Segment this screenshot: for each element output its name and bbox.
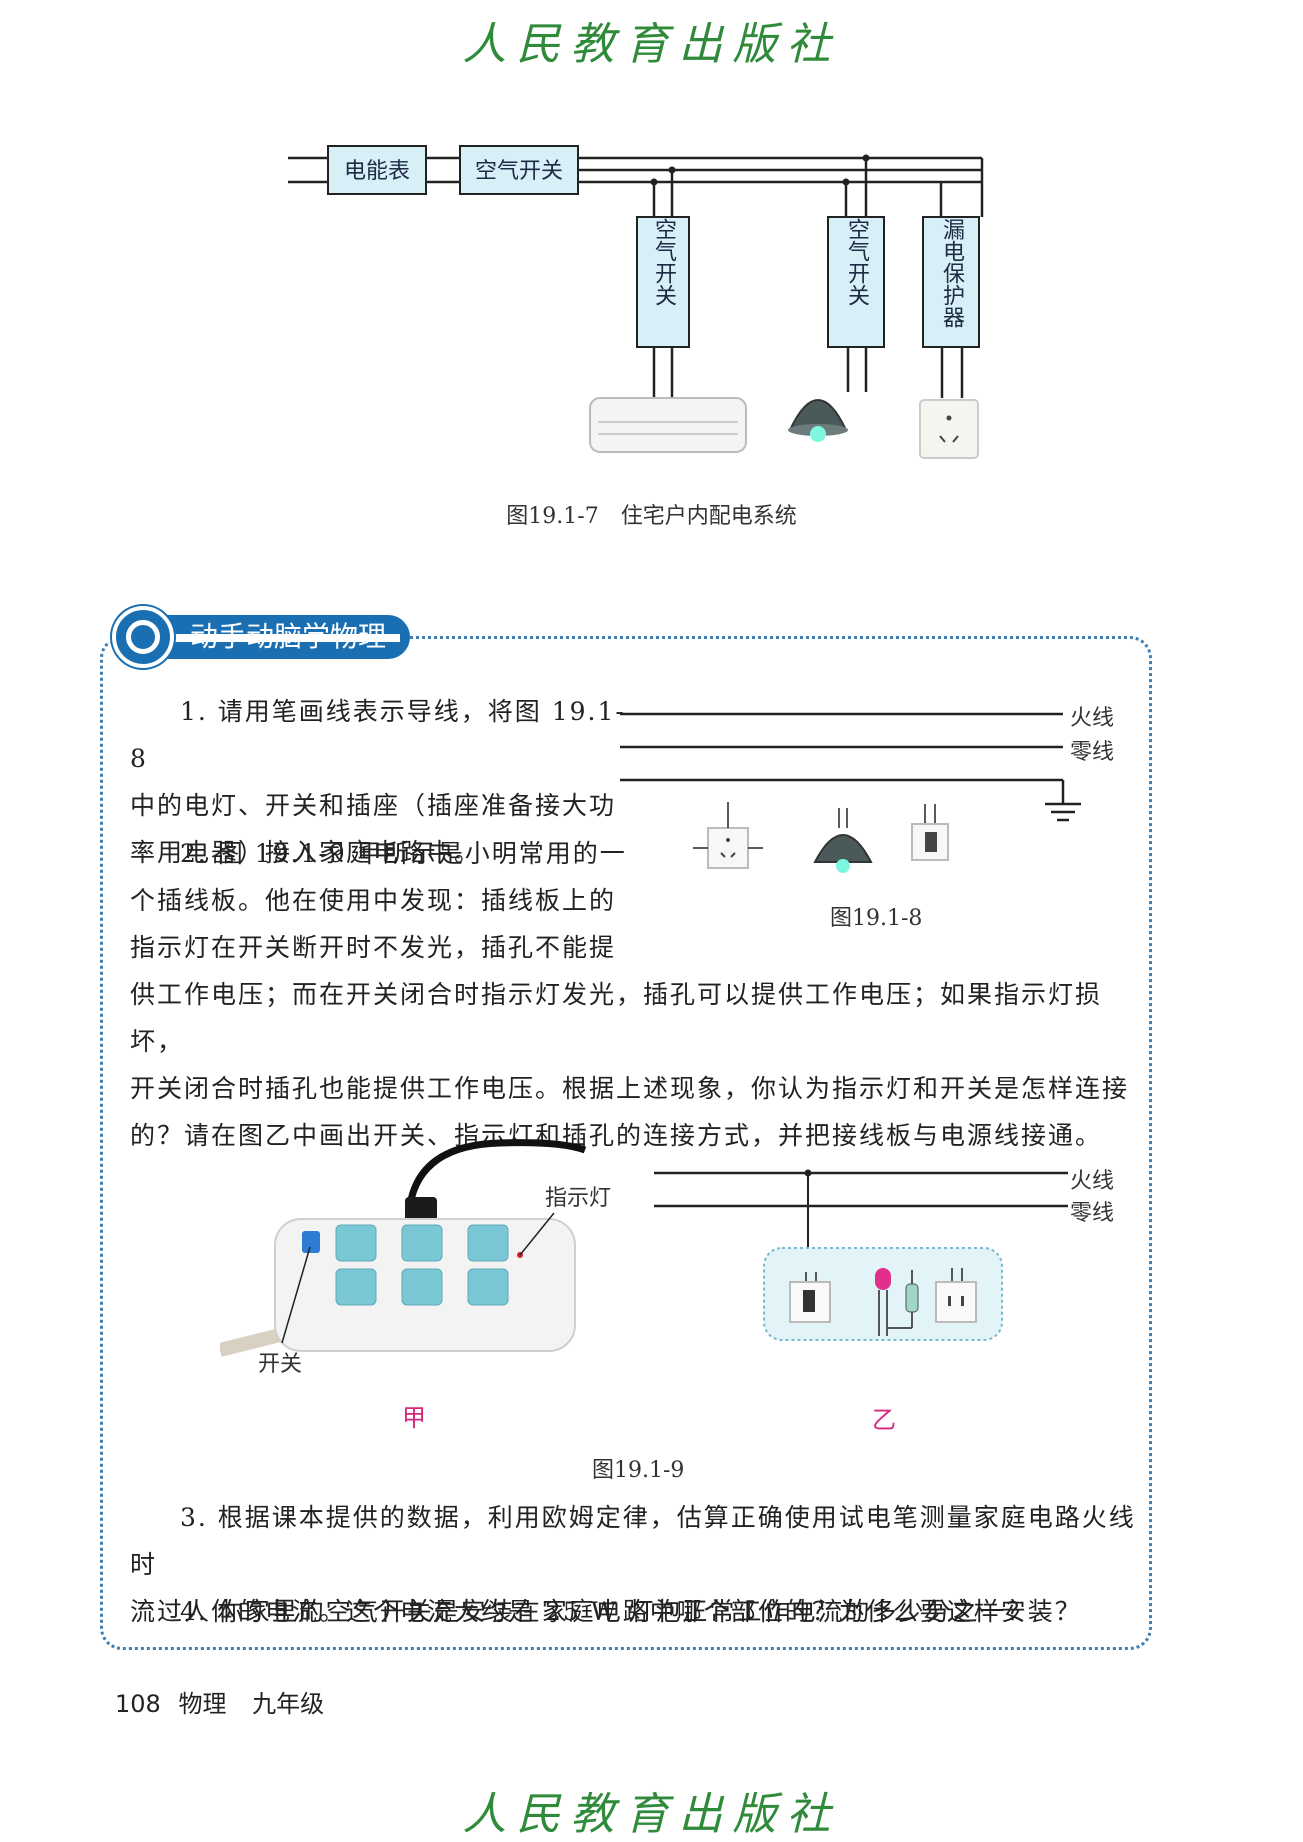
page-footer: 108 物理 九年级 xyxy=(115,1684,324,1719)
figure-19-1-8-diagram xyxy=(620,712,1081,873)
publisher-logo: 人民教育出版社 xyxy=(462,19,841,70)
socket-icon xyxy=(919,399,979,459)
fig8-neutral-label: 零线 xyxy=(1070,740,1115,765)
figure-19-1-9-b-diagram xyxy=(654,1169,1068,1341)
figure-19-1-8-caption: 图19.1-8 xyxy=(830,906,923,931)
question-2-part-a: 2. 图 19.1-9 甲所示是小明常用的一 个插线板。他在使用中发现：插线板上… xyxy=(130,839,627,962)
switch-label: 开关 xyxy=(258,1352,303,1377)
main-breaker-label: 空气开关 xyxy=(475,159,563,184)
socket-icon xyxy=(693,802,763,869)
figure-19-1-7-caption: 图19.1-7 住宅户内配电系统 xyxy=(506,504,797,529)
figure-19-1-9-caption: 图19.1-9 xyxy=(592,1458,685,1483)
lamp-icon xyxy=(788,399,848,442)
fig9-live-label: 火线 xyxy=(1070,1169,1115,1194)
page-number: 108 xyxy=(115,1690,161,1718)
subject: 物理 xyxy=(178,1690,227,1718)
publisher-logo-bottom: 人民教育出版社 xyxy=(462,1789,841,1840)
lamp-icon xyxy=(813,808,873,873)
question-3: 3. 根据课本提供的数据，利用欧姆定律，估算正确使用试电笔测量家庭电路火线时 流… xyxy=(130,1503,1136,1626)
question-2-part-b: 供工作电压；而在开关闭合时指示灯发光，插孔可以提供工作电压；如果指示灯损坏， 开… xyxy=(130,980,1130,1150)
question-1: 1. 请用笔画线表示导线，将图 19.1-8 中的电灯、开关和插座（插座准备接大… xyxy=(130,697,626,867)
section-logo-icon xyxy=(112,606,174,668)
socket-icon xyxy=(935,1268,977,1323)
figure-label-a: 甲 xyxy=(402,1404,426,1432)
figure-label-b: 乙 xyxy=(872,1406,896,1434)
air-conditioner-icon xyxy=(589,397,747,453)
grade: 九年级 xyxy=(252,1690,325,1718)
power-strip-photo xyxy=(220,1139,587,1357)
leakage-protector-label: 漏电保护器 xyxy=(939,218,964,328)
figure-19-1-7-distribution-diagram: 电能表 空气开关 xyxy=(288,145,984,459)
resistor-icon xyxy=(887,1270,919,1329)
power-switch-button xyxy=(302,1231,320,1253)
exercise-section-border xyxy=(100,636,1152,1650)
fig9-neutral-label: 零线 xyxy=(1070,1201,1115,1226)
switch-icon xyxy=(911,804,949,861)
branch2-breaker-label: 空气开关 xyxy=(844,218,869,306)
switch-icon xyxy=(789,1272,831,1323)
fig8-live-label: 火线 xyxy=(1070,706,1115,731)
branch1-breaker-label: 空气开关 xyxy=(651,218,676,306)
question-4: 4. 你家里的空气开关是安装在家庭电路中哪个部位的？为什么要这样安装？ xyxy=(180,1597,1082,1626)
indicator-light-label: 指示灯 xyxy=(545,1186,612,1211)
meter-label: 电能表 xyxy=(344,159,410,184)
